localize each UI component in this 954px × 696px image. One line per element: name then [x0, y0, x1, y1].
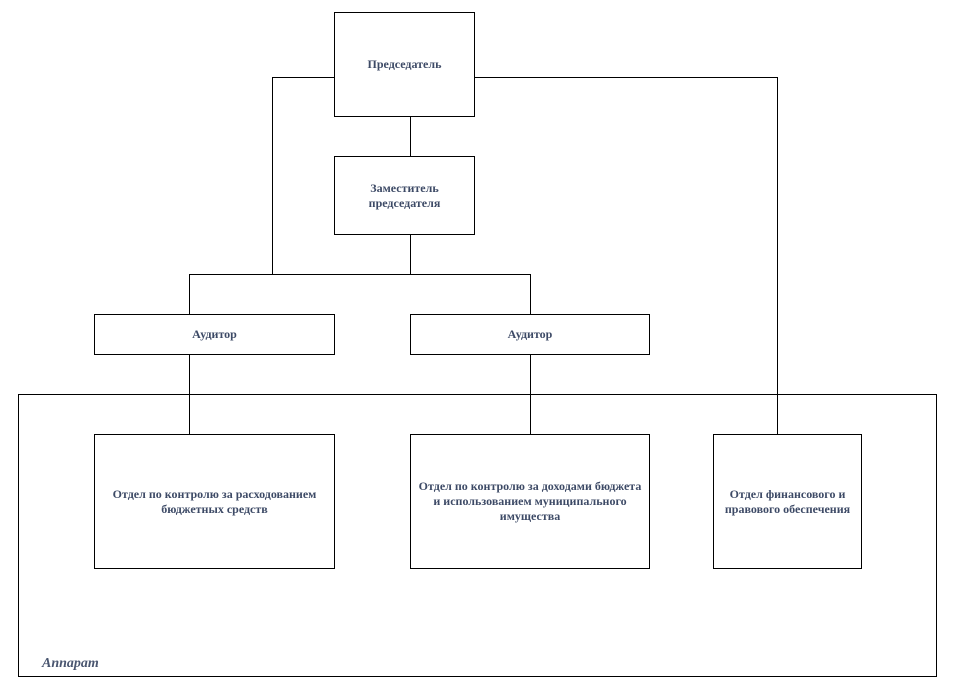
node-chairman-label: Председатель [367, 57, 442, 71]
node-chairman: Председатель [334, 12, 475, 117]
node-auditor-right-label: Аудитор [507, 327, 553, 341]
node-deputy-chairman-label: Заместитель председателя [368, 180, 441, 210]
node-dept-revenue-control-label: Отдел по контролю за доходами бюджета и … [418, 479, 642, 523]
node-dept-finance-legal: Отдел финансового и правового обеспечени… [713, 434, 862, 569]
node-deputy-chairman: Заместитель председателя [334, 156, 475, 235]
node-dept-expenditure-control: Отдел по контролю за расходованием бюдже… [94, 434, 335, 569]
apparatus-label: Аппарат [42, 656, 99, 671]
node-dept-revenue-control: Отдел по контролю за доходами бюджета и … [410, 434, 650, 569]
node-auditor-left-label: Аудитор [192, 327, 237, 341]
node-auditor-left: Аудитор [94, 314, 335, 355]
node-auditor-right: Аудитор [410, 314, 650, 355]
node-dept-finance-legal-label: Отдел финансового и правового обеспечени… [724, 486, 851, 516]
node-dept-expenditure-control-label: Отдел по контролю за расходованием бюдже… [112, 486, 317, 516]
apparatus-container [18, 394, 937, 677]
